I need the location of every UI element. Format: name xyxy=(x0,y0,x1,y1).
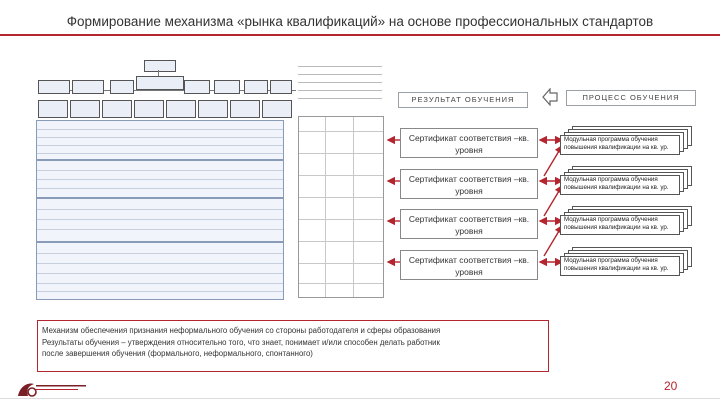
table-section xyxy=(36,198,284,242)
org-node xyxy=(110,80,134,94)
university-logo-icon xyxy=(18,383,86,397)
module-stack: Модульная программа обучения повышения к… xyxy=(560,247,694,276)
org-node xyxy=(136,76,184,90)
org-node xyxy=(244,80,268,94)
note-line: Механизм обеспечения признания неформаль… xyxy=(42,326,441,335)
arrow-left-outline-icon xyxy=(542,88,558,106)
org-node xyxy=(214,80,240,94)
certificate-box: Сертификат соответствия –кв. уровня xyxy=(400,250,538,280)
org-node xyxy=(270,80,292,94)
org-connector xyxy=(158,70,159,76)
org-chart-thumbnail xyxy=(36,58,386,300)
org-node xyxy=(134,100,164,118)
levels-table xyxy=(298,116,384,298)
module-label: Модульная программа обучения повышения к… xyxy=(564,257,669,272)
diagonal-arrow xyxy=(543,224,563,257)
title-divider xyxy=(0,34,720,36)
org-node xyxy=(102,100,132,118)
org-node xyxy=(166,100,196,118)
org-node xyxy=(184,80,210,94)
legend-block xyxy=(298,60,382,104)
certificate-box: Сертификат соответствия –кв. уровня xyxy=(400,128,538,158)
note-box: Механизм обеспечения признания неформаль… xyxy=(37,320,549,372)
org-node xyxy=(38,80,70,94)
table-section xyxy=(36,120,284,160)
org-connector xyxy=(46,90,296,91)
page-number: 20 xyxy=(664,379,678,393)
org-node xyxy=(262,100,292,118)
module-stack: Модульная программа обучения повышения к… xyxy=(560,166,694,195)
org-node xyxy=(38,100,68,118)
result-header: РЕЗУЛЬТАТ ОБУЧЕНИЯ xyxy=(398,92,528,108)
footer-divider xyxy=(0,398,720,399)
module-stack: Модульная программа обучения повышения к… xyxy=(560,206,694,235)
process-header: ПРОЦЕСС ОБУЧЕНИЯ xyxy=(566,90,696,106)
diagonal-arrow xyxy=(543,184,563,217)
slide-title: Формирование механизма «рынка квалификац… xyxy=(66,14,654,29)
table-section xyxy=(36,160,284,198)
module-label: Модульная программа обучения повышения к… xyxy=(564,176,669,191)
diagonal-arrow xyxy=(543,144,563,177)
certificate-box: Сертификат соответствия –кв. уровня xyxy=(400,209,538,239)
module-label: Модульная программа обучения повышения к… xyxy=(564,216,669,231)
table-section xyxy=(36,242,284,300)
module-stack: Модульная программа обучения повышения к… xyxy=(560,126,694,155)
org-node xyxy=(70,100,100,118)
note-line: после завершения обучения (формального, … xyxy=(42,349,313,358)
org-node xyxy=(144,60,176,72)
org-node xyxy=(230,100,260,118)
org-node xyxy=(198,100,228,118)
note-line: Результаты обучения – утверждения относи… xyxy=(42,337,440,347)
org-node xyxy=(72,80,104,94)
certificate-box: Сертификат соответствия –кв. уровня xyxy=(400,169,538,199)
module-label: Модульная программа обучения повышения к… xyxy=(564,136,669,151)
